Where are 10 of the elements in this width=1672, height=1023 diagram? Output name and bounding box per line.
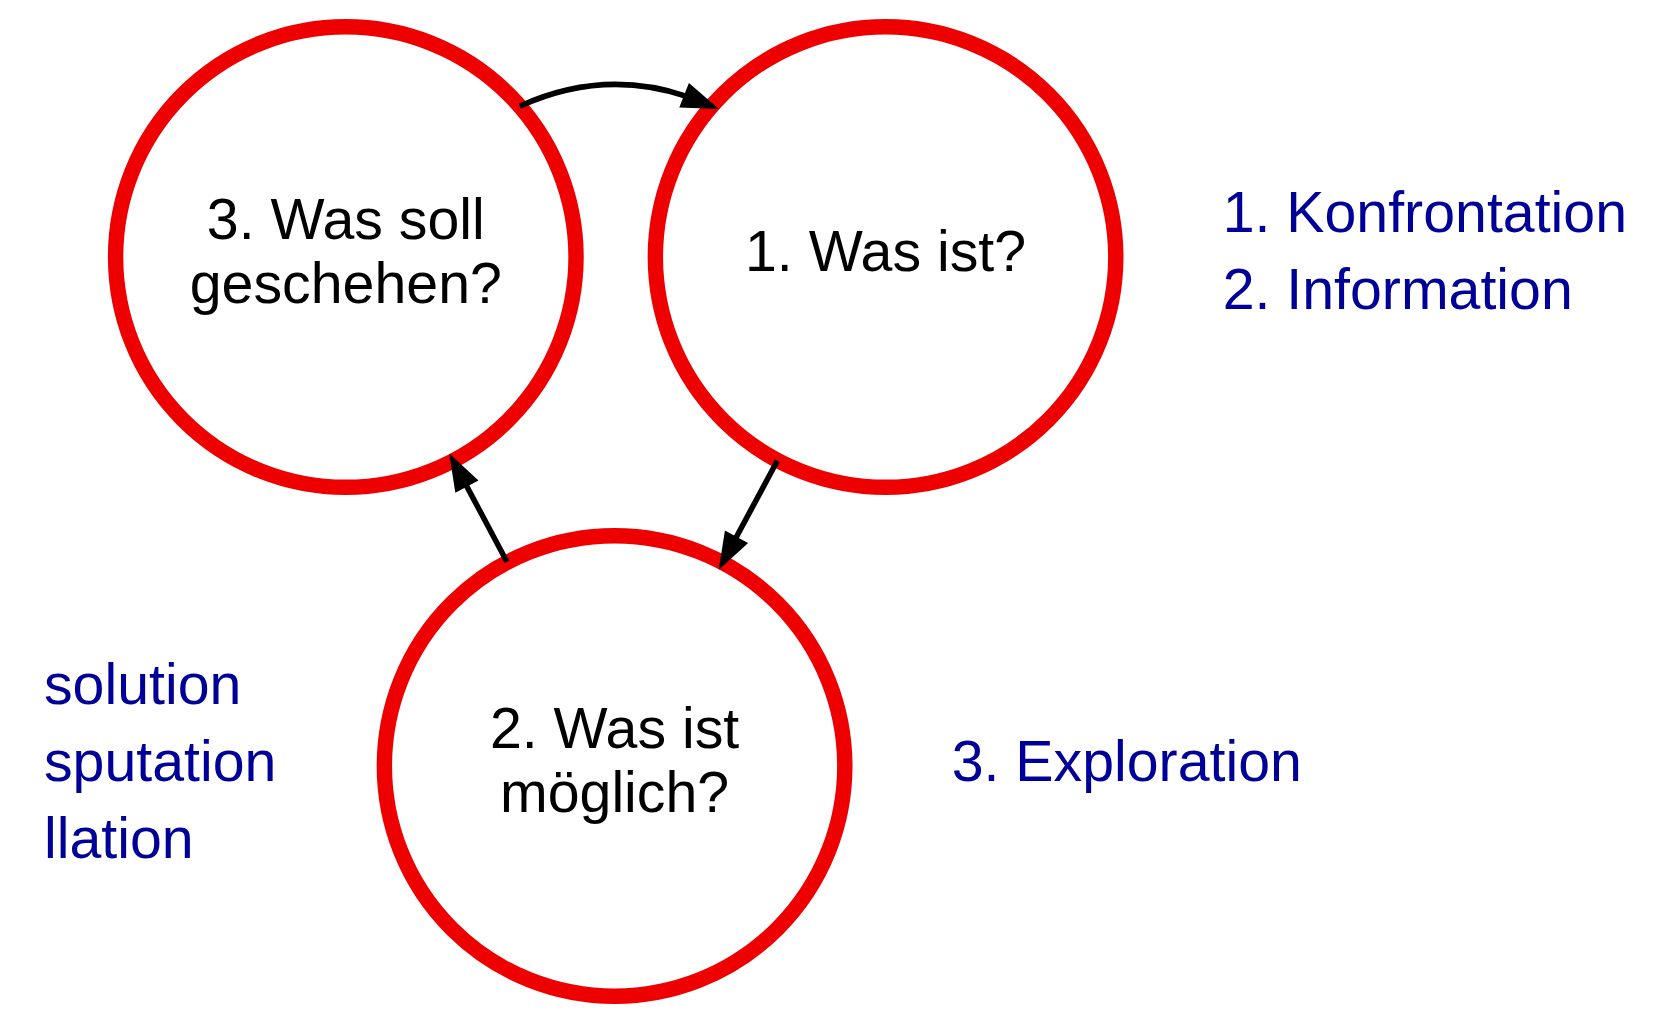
arrow	[449, 453, 510, 563]
node-circle: 1. Was ist?	[647, 19, 1124, 495]
arrow	[718, 459, 780, 570]
node-label: llation	[43, 806, 194, 871]
node-label: 1. Konfrontation	[1222, 180, 1627, 245]
node-label: solution	[43, 651, 242, 716]
node-label: 3. Exploration	[951, 728, 1302, 793]
node-label: sputation	[43, 728, 277, 793]
node-label: 2. Information	[1222, 257, 1573, 322]
arrow	[518, 81, 719, 110]
